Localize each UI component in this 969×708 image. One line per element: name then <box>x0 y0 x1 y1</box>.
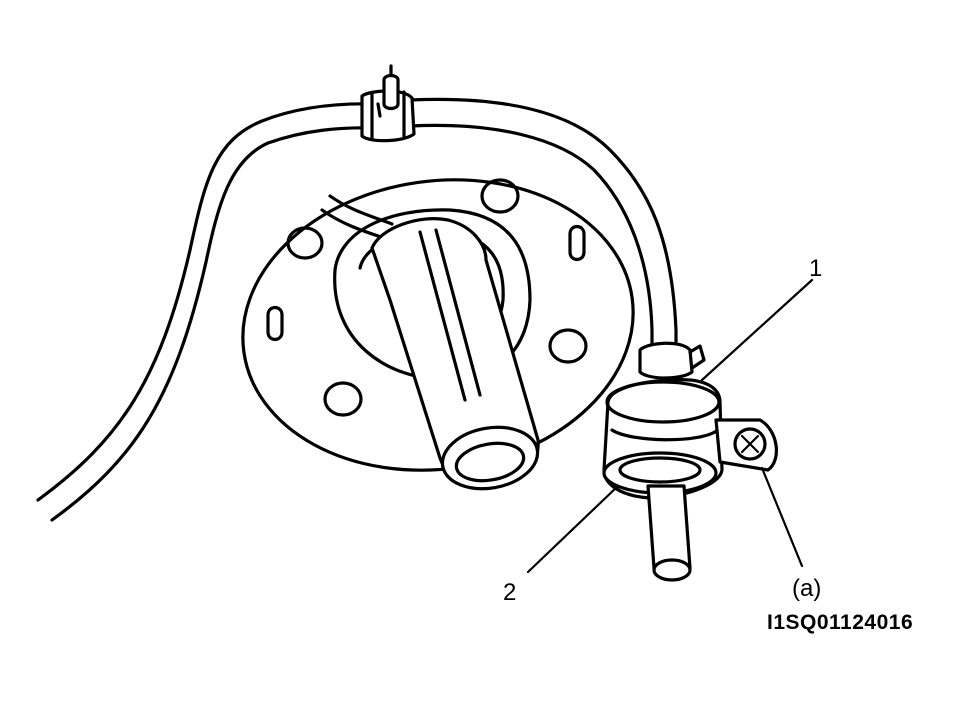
pump-outlet-tube <box>370 217 540 491</box>
stud <box>266 305 284 342</box>
check-valve <box>602 341 778 582</box>
stud <box>568 224 586 262</box>
callout-label-2: 2 <box>503 579 517 606</box>
leader-line-2 <box>526 484 620 574</box>
bolt-hole <box>548 328 588 364</box>
callout-label-1: 1 <box>809 255 823 282</box>
vent-hose <box>36 97 678 522</box>
figure-id: I1SQ01124016 <box>767 611 914 634</box>
bolt-hole <box>323 381 363 417</box>
callout-label-a: (a) <box>792 575 822 602</box>
hose-clamp-top <box>360 64 416 143</box>
bolt-hole <box>480 178 520 214</box>
leader-line-a <box>760 466 804 568</box>
leader-lines <box>526 278 814 574</box>
bolt-hole <box>286 226 324 260</box>
leader-line-1 <box>700 278 814 382</box>
